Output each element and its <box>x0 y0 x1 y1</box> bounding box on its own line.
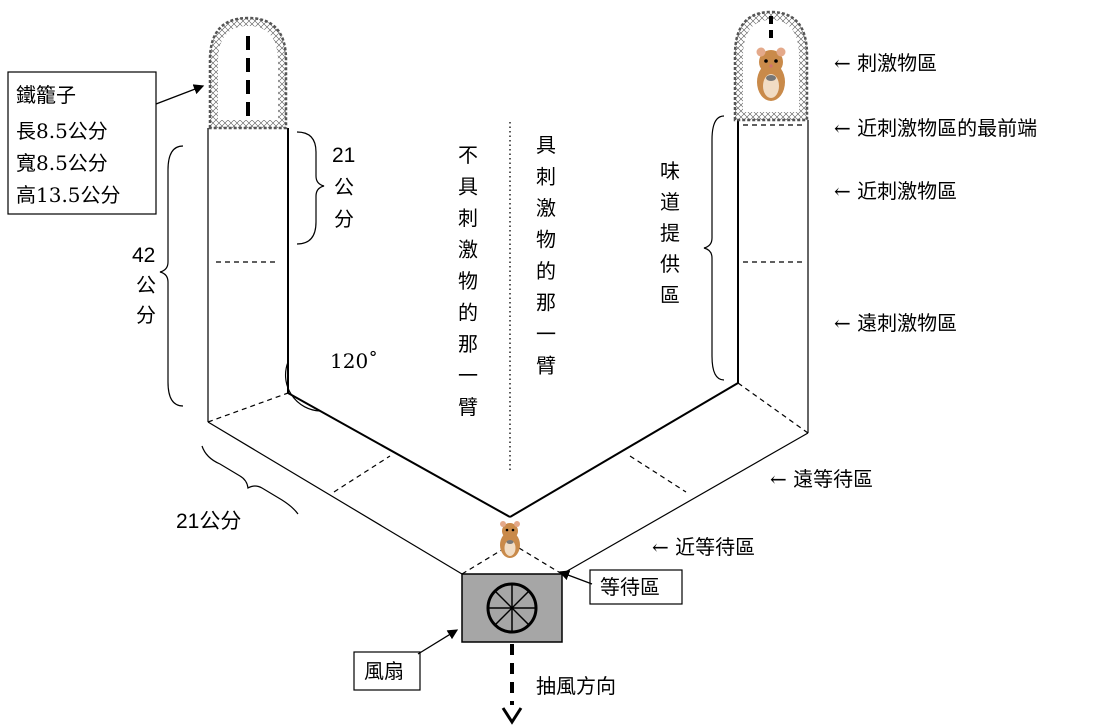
brace-21cm-top <box>296 131 325 245</box>
wait-zone-box <box>589 569 683 605</box>
wait-zone-label: 等待區 <box>600 575 660 599</box>
dim-42-char-2: 分 <box>136 303 156 327</box>
arm-with-char: 具 <box>536 133 556 157</box>
arm-with-char: 臂 <box>536 354 556 378</box>
scent-zone-char: 味 <box>660 159 680 183</box>
hamster-waiting-icon <box>500 521 520 558</box>
near-zone-label: ← 近刺激物區 <box>834 179 957 203</box>
arm-without-char: 那 <box>458 332 478 356</box>
right-arm-junction-line <box>737 382 809 434</box>
wait-zone-right-dash <box>518 547 563 575</box>
brace-scent-zone <box>703 115 725 381</box>
arm-without-char: 物 <box>458 269 478 293</box>
arm-without-char: 臂 <box>458 395 478 419</box>
dim-21-char-1: 公 <box>334 175 354 199</box>
cage-height-label: 高13.5公分 <box>16 183 121 207</box>
left-arm <box>207 128 511 575</box>
near-front-label: ← 近刺激物區的最前端 <box>834 116 1037 140</box>
arm-with-char: 刺 <box>536 165 556 189</box>
cage-pointer-arrow <box>155 84 205 105</box>
cage-length-label: 長8.5公分 <box>16 119 108 143</box>
arm-without-char: 激 <box>458 238 478 262</box>
right-diagonal-divider <box>629 455 687 493</box>
cage-width-label: 寬8.5公分 <box>16 151 108 175</box>
brace-21cm-bottom <box>201 445 299 515</box>
angle-label: 120˚ <box>330 349 378 373</box>
airflow-arrow <box>501 644 523 725</box>
dim-21-char-2: 分 <box>334 207 354 231</box>
scent-zone-char: 道 <box>660 190 680 214</box>
stimulus-zone-label: ← 刺激物區 <box>834 51 937 75</box>
arm-with-char: 物 <box>536 228 556 252</box>
left-cage <box>208 16 288 130</box>
scent-zone-char: 提 <box>660 221 680 245</box>
wait-zone-left-dash <box>461 547 506 575</box>
fan <box>461 573 563 643</box>
scent-zone-char: 區 <box>660 283 680 307</box>
near-wait-label: ← 近等待區 <box>652 535 755 559</box>
dim-42-char-1: 公 <box>136 273 156 297</box>
arm-without-char: 的 <box>458 301 478 325</box>
arm-without-char: 具 <box>458 175 478 199</box>
cage-title-label: 鐵籠子 <box>16 83 76 107</box>
far-zone-label: ← 遠刺激物區 <box>834 311 957 335</box>
arm-with-char: 的 <box>536 259 556 283</box>
angle-arc <box>284 361 321 412</box>
arm-without-char: 刺 <box>458 206 478 230</box>
arm-without-char: 一 <box>458 364 478 388</box>
fan-label-box <box>353 651 421 691</box>
arm-with-char: 激 <box>536 196 556 220</box>
fan-pointer-arrow <box>417 629 459 655</box>
hamster-stimulus-icon <box>756 47 786 101</box>
left-arm-junction-line <box>207 392 289 423</box>
brace-42cm <box>159 145 184 407</box>
fan-label: 風扇 <box>364 659 404 683</box>
dim-21-bottom-label: 21公分 <box>176 510 241 533</box>
right-arm <box>509 120 809 575</box>
cage-info-box <box>7 71 157 215</box>
dim-42-number: 42 <box>132 244 155 267</box>
scent-zone-char: 供 <box>660 252 680 276</box>
far-wait-label: ← 遠等待區 <box>770 467 873 491</box>
left-diagonal-divider <box>333 455 391 493</box>
arm-with-char: 一 <box>536 322 556 346</box>
dim-21-number: 21 <box>332 144 355 167</box>
wait-zone-pointer-arrow <box>558 570 593 585</box>
arm-without-char: 不 <box>458 143 478 167</box>
airflow-label: 抽風方向 <box>536 674 616 698</box>
arm-with-char: 那 <box>536 291 556 315</box>
fan-blade-icon <box>486 582 538 634</box>
